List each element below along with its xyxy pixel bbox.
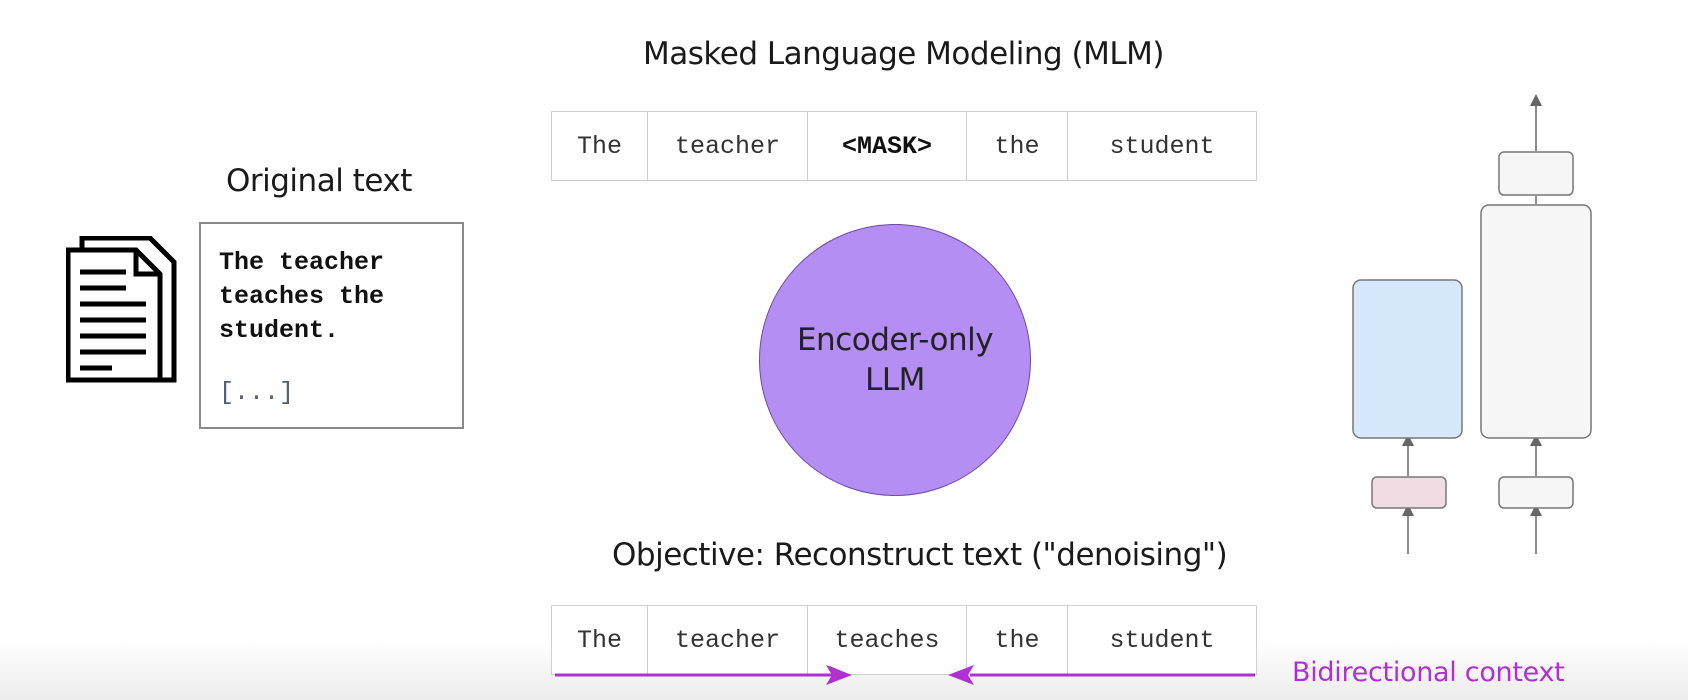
original-text-ellipsis: [...] (219, 378, 295, 407)
model-label-line-1: Encoder-only (796, 322, 994, 358)
original-text-line-2: teaches the (219, 282, 385, 311)
encoder-block (1352, 279, 1463, 439)
decoder-stack (1480, 94, 1592, 554)
diagram-title: Masked Language Modeling (MLM) (643, 36, 1165, 72)
original-text-heading: Original text (226, 163, 412, 199)
token-teacher: teacher (648, 112, 808, 180)
reconstructed-token-row: The teacher teaches the student (551, 605, 1257, 675)
original-text-line-1: The teacher (219, 248, 385, 277)
token-teaches: teaches (808, 606, 967, 674)
encoder-stack (1352, 279, 1463, 554)
masked-token-row: The teacher <MASK> the student (551, 111, 1257, 181)
token-the-2: the (967, 112, 1068, 180)
transformer-architecture-diagram (1352, 94, 1592, 554)
bidirectional-context-label: Bidirectional context (1292, 657, 1565, 688)
token-teacher: teacher (648, 606, 808, 674)
output-block (1498, 151, 1574, 196)
token-student: student (1109, 131, 1215, 161)
token-the-2: the (967, 606, 1068, 674)
original-text-box: The teacher teaches the student. [...] (199, 222, 464, 429)
token-mask: <MASK> (808, 112, 967, 180)
model-label-line-2: LLM (865, 362, 925, 398)
decoder-block (1480, 204, 1592, 439)
objective-text: Objective: Reconstruct text ("denoising"… (612, 537, 1228, 573)
token-student: student (1109, 625, 1215, 655)
decoder-embedding-block (1498, 476, 1574, 509)
right-to-left-arrow (948, 665, 1255, 685)
document-stack-icon (66, 236, 177, 383)
token-the: The (552, 112, 648, 180)
bidirectional-arrows (555, 665, 1255, 685)
token-the: The (552, 606, 648, 674)
left-to-right-arrow (555, 665, 852, 685)
encoder-embedding-block (1371, 476, 1447, 509)
original-text-line-3: student. (219, 316, 340, 345)
encoder-only-llm-circle: Encoder-only LLM (759, 224, 1031, 496)
